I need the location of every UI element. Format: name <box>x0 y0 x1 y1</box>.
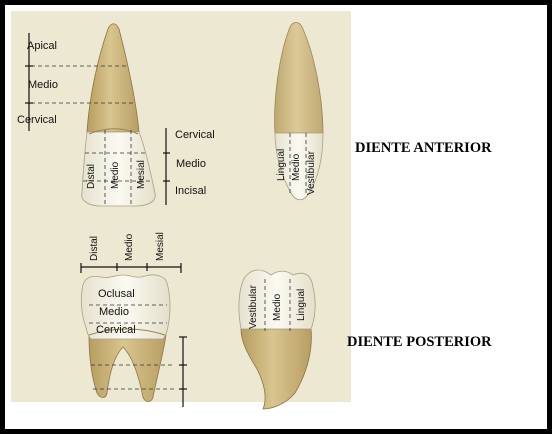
label-front-mesial: Mesial <box>137 160 147 189</box>
label-oclusal: Oclusal <box>98 289 135 300</box>
label-side-medio: Medio <box>292 154 302 181</box>
label-incisal: Incisal <box>175 186 206 197</box>
label-top-mesial: Mesial <box>156 232 166 261</box>
tooth-illustrations <box>5 5 547 429</box>
caption-diente-anterior: DIENTE ANTERIOR <box>355 141 492 156</box>
label-front-distal: Distal <box>87 164 97 189</box>
label-top-medio: Medio <box>125 234 135 261</box>
label-root-medio: Medio <box>28 80 58 91</box>
label-post-cervical: Cervical <box>96 325 136 336</box>
label-root-cervical: Cervical <box>17 115 57 126</box>
label-apical: Apical <box>27 41 57 52</box>
label-top-distal: Distal <box>90 236 100 261</box>
label-post-side-medio: Medio <box>273 294 283 321</box>
label-side-lingual: Lingual <box>277 149 287 181</box>
label-side-vestibular: Vestibular <box>307 151 317 195</box>
label-front-medio: Medio <box>111 162 121 189</box>
label-crown-cervical: Cervical <box>175 130 215 141</box>
label-post-vestibular: Vestibular <box>249 285 259 329</box>
figure-frame: Apical Medio Cervical Cervical Medio Inc… <box>5 5 547 429</box>
label-post-medio: Medio <box>99 307 129 318</box>
label-crown-medio: Medio <box>176 159 206 170</box>
caption-diente-posterior: DIENTE POSTERIOR <box>347 335 492 350</box>
label-post-lingual: Lingual <box>297 289 307 321</box>
